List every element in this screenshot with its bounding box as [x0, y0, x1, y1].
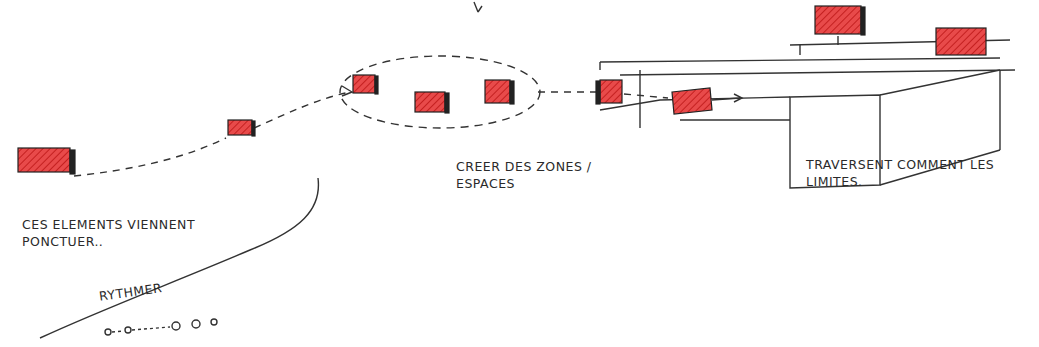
note-zones: CREER DES ZONES / ESPACES: [456, 158, 646, 192]
note-limites: TRAVERSENT COMMENT LES LIMITES.: [806, 156, 996, 190]
note-ponctuer: CES ELEMENTS VIENNENT PONCTUER..: [22, 216, 272, 250]
note-rythmer: RYTHMER: [98, 273, 209, 305]
